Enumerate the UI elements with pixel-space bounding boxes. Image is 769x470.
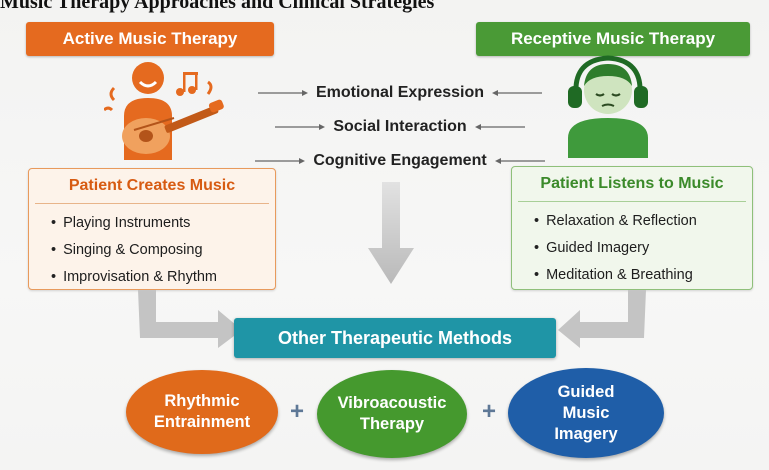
plus-sign: +: [482, 398, 497, 425]
plus-sign: +: [290, 398, 305, 425]
down-arrow-icon: [368, 182, 414, 284]
arrow-right-icon: [257, 90, 308, 96]
activity-list: Relaxation & Reflection Guided Imagery M…: [512, 208, 752, 289]
arrow-right-icon: [275, 124, 326, 130]
effect-label: Social Interaction: [333, 118, 467, 135]
method-label-line: Vibroacoustic: [337, 394, 447, 412]
elbow-arrow-icon: [558, 290, 646, 348]
active-therapy-banner: Active Music Therapy: [26, 22, 274, 56]
list-item: Improvisation & Rhythm: [51, 264, 275, 291]
other-methods-banner: Other Therapeutic Methods: [234, 318, 556, 358]
list-item: Playing Instruments: [51, 210, 275, 237]
method-guided-music-imagery: Guided Music Imagery: [508, 368, 664, 458]
arrow-right-icon: [255, 158, 306, 164]
guitarist-icon: [104, 62, 224, 160]
arrow-left-icon: [492, 90, 543, 96]
effect-label: Emotional Expression: [315, 84, 485, 101]
effect-label: Cognitive Engagement: [313, 152, 487, 169]
method-label-line: Rhythmic: [164, 392, 240, 410]
divider: [518, 201, 746, 202]
active-therapy-box: Patient Creates Music Playing Instrument…: [28, 168, 276, 290]
list-item: Guided Imagery: [534, 235, 752, 262]
activity-list: Playing Instruments Singing & Composing …: [29, 210, 275, 291]
arrow-left-icon: [474, 124, 525, 130]
receptive-therapy-banner: Receptive Music Therapy: [476, 22, 750, 56]
effect-row: Social Interaction: [244, 114, 556, 140]
effect-row: Emotional Expression: [244, 80, 556, 106]
box-title: Patient Creates Music: [68, 177, 236, 194]
method-vibroacoustic-therapy: Vibroacoustic Therapy: [317, 370, 467, 458]
list-item: Meditation & Breathing: [534, 262, 752, 289]
arrow-left-icon: [494, 158, 545, 164]
elbow-arrow-icon: [138, 290, 242, 348]
effect-row: Cognitive Engagement: [244, 148, 556, 174]
method-rhythmic-entrainment: Rhythmic Entrainment: [126, 370, 278, 454]
method-label-line: Music: [562, 403, 610, 422]
receptive-therapy-box: Patient Listens to Music Relaxation & Re…: [511, 166, 753, 290]
headphones-listener-icon: [568, 55, 648, 158]
box-title: Patient Listens to Music: [540, 175, 724, 192]
list-item: Singing & Composing: [51, 237, 275, 264]
method-label-line: Entrainment: [153, 413, 251, 431]
page-title: Music Therapy Approaches and Clinical St…: [0, 0, 435, 13]
divider: [35, 203, 269, 204]
method-label-line: Guided: [557, 382, 615, 401]
method-label-line: Imagery: [554, 424, 618, 443]
list-item: Relaxation & Reflection: [534, 208, 752, 235]
method-label-line: Therapy: [359, 415, 425, 433]
